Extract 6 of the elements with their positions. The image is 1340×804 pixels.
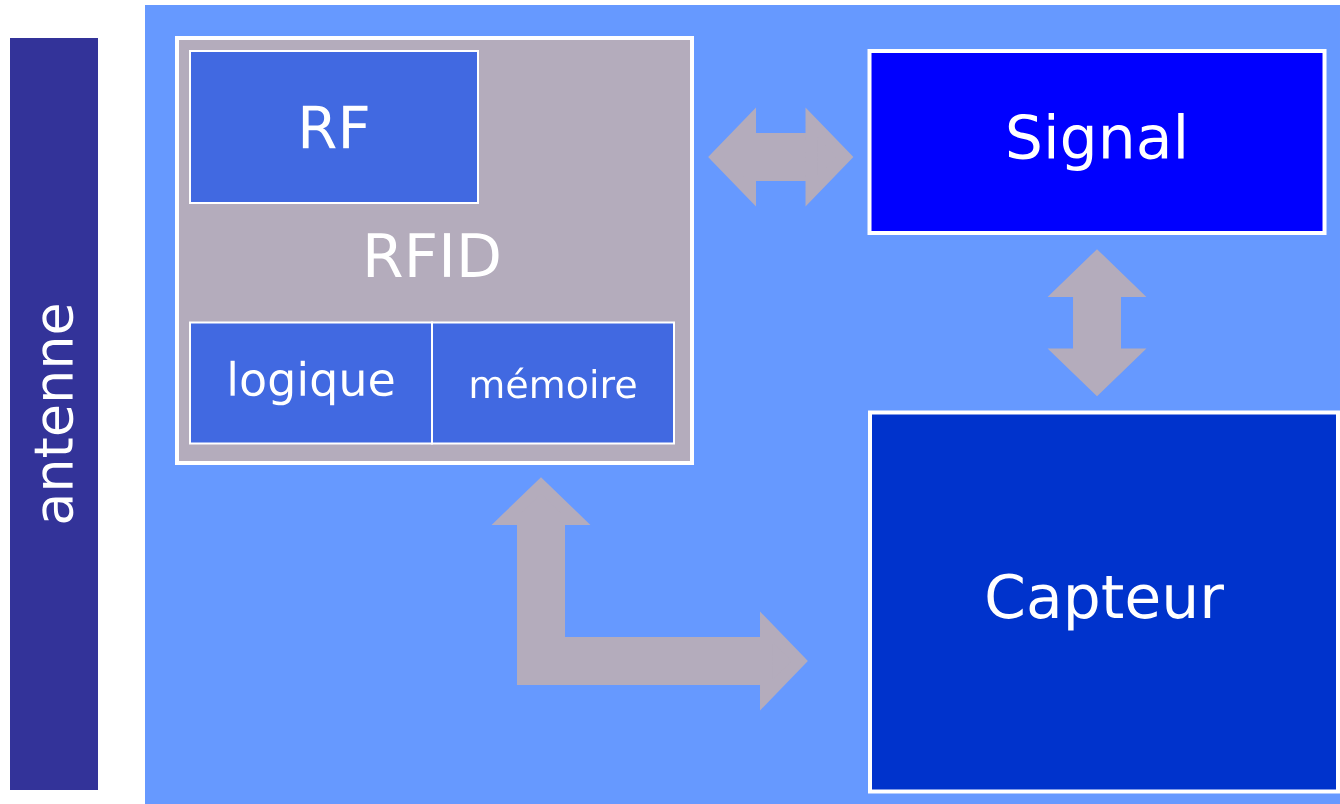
block-box: logique — [189, 321, 433, 445]
block-box: RF — [189, 50, 479, 204]
block-box: mémoire — [431, 321, 675, 445]
block-box: Capteur — [868, 410, 1340, 794]
vertical-band: antenne — [10, 38, 98, 790]
block-box: Signal — [867, 49, 1327, 235]
